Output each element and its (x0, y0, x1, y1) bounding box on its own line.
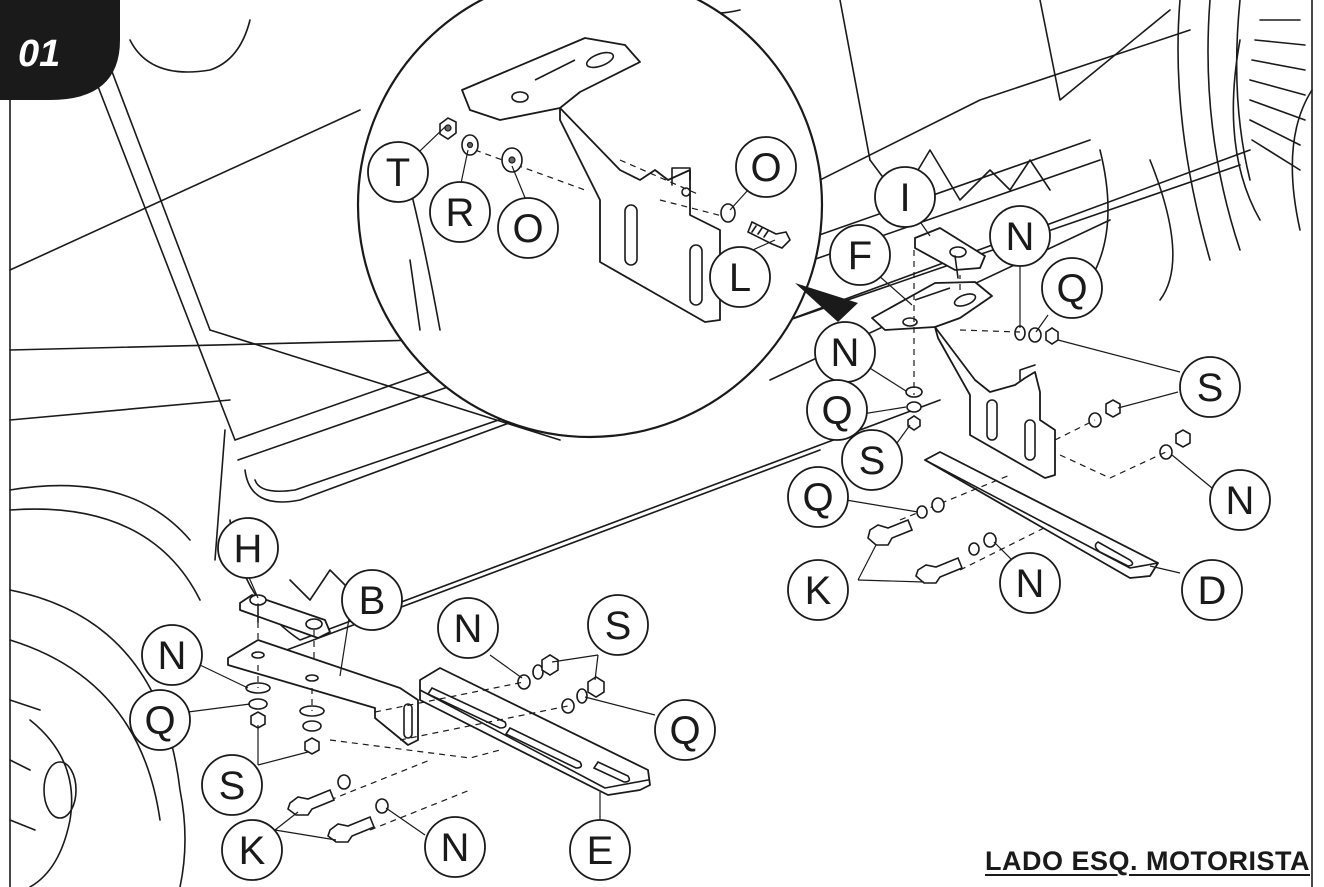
bolt-k-upper (867, 518, 914, 546)
bracket-assembly-rear (227, 594, 651, 843)
callout-o-right: O (735, 136, 797, 198)
callout-l: L (709, 246, 771, 308)
svg-text:S: S (605, 604, 632, 648)
svg-text:H: H (234, 527, 263, 571)
svg-text:K: K (239, 829, 266, 873)
svg-text:O: O (512, 207, 543, 251)
callout-n-e: N (437, 597, 499, 659)
svg-text:D: D (1198, 569, 1227, 613)
callout-s-e: S (587, 594, 649, 656)
callout-n-right: N (1209, 469, 1271, 531)
svg-text:S: S (1197, 366, 1224, 410)
bracket-f (871, 281, 993, 331)
callout-i: I (874, 166, 936, 228)
callout-q-b: Q (129, 689, 191, 751)
svg-text:F: F (848, 234, 872, 278)
bolt-k-rear-lower (327, 815, 376, 843)
svg-text:Q: Q (669, 709, 700, 753)
callout-d: D (1181, 559, 1243, 621)
svg-text:S: S (219, 764, 246, 808)
leader-lines (187, 125, 1213, 841)
plate-i (914, 227, 986, 271)
step-badge: 01 (0, 0, 120, 100)
bolt-k-rear-upper (287, 788, 336, 816)
svg-text:B: B (359, 579, 386, 623)
callout-q-d: Q (787, 466, 849, 528)
callout-k-rear: K (221, 819, 283, 881)
svg-text:K: K (805, 569, 832, 613)
svg-text:R: R (446, 191, 475, 235)
callout-q-f: Q (806, 379, 868, 441)
svg-text:S: S (859, 439, 886, 483)
callout-n-b: N (141, 624, 203, 686)
bracket-assembly-front (867, 227, 1191, 584)
callout-n-d: N (999, 552, 1061, 614)
svg-text:Q: Q (821, 389, 852, 433)
svg-text:N: N (158, 634, 187, 678)
callout-s-b: S (201, 754, 263, 816)
bracket-b (227, 639, 419, 746)
callout-t: T (367, 141, 429, 203)
callout-n-rear: N (424, 816, 486, 878)
svg-text:N: N (1226, 479, 1255, 523)
svg-text:Q: Q (1056, 267, 1087, 311)
callout-h: H (217, 517, 279, 579)
bolt-k-lower (915, 556, 964, 584)
callout-q-e: Q (654, 699, 716, 761)
svg-text:L: L (729, 256, 751, 300)
svg-text:Q: Q (802, 476, 833, 520)
rail-e (419, 667, 651, 796)
svg-text:Q: Q (144, 699, 175, 743)
callout-f: F (829, 224, 891, 286)
svg-text:N: N (454, 607, 483, 651)
detail-bolt-l (746, 220, 791, 249)
callout-n-top: N (989, 205, 1051, 267)
side-label: LADO ESQ. MOTORISTA (984, 846, 1310, 876)
svg-text:N: N (831, 331, 860, 375)
callout-b: B (341, 569, 403, 631)
detail-magnifier (356, 0, 858, 439)
svg-text:I: I (899, 176, 910, 220)
callout-s-f: S (841, 429, 903, 491)
callout-o-left: O (497, 197, 559, 259)
callout-q-top: Q (1041, 257, 1103, 319)
callout-e: E (569, 819, 631, 881)
callout-n-f: N (814, 321, 876, 383)
svg-text:T: T (386, 151, 410, 195)
callouts: T R O O L I F N Q N Q S S Q N K N D H B … (129, 136, 1271, 881)
step-number: 01 (18, 33, 60, 75)
svg-text:N: N (1006, 215, 1035, 259)
detail-bracket-upright (559, 107, 721, 323)
callout-s-right: S (1179, 356, 1241, 418)
svg-text:E: E (587, 829, 614, 873)
callout-k-front: K (787, 559, 849, 621)
svg-text:N: N (441, 826, 470, 870)
svg-text:O: O (750, 146, 781, 190)
svg-text:N: N (1016, 562, 1045, 606)
callout-r: R (429, 181, 491, 243)
